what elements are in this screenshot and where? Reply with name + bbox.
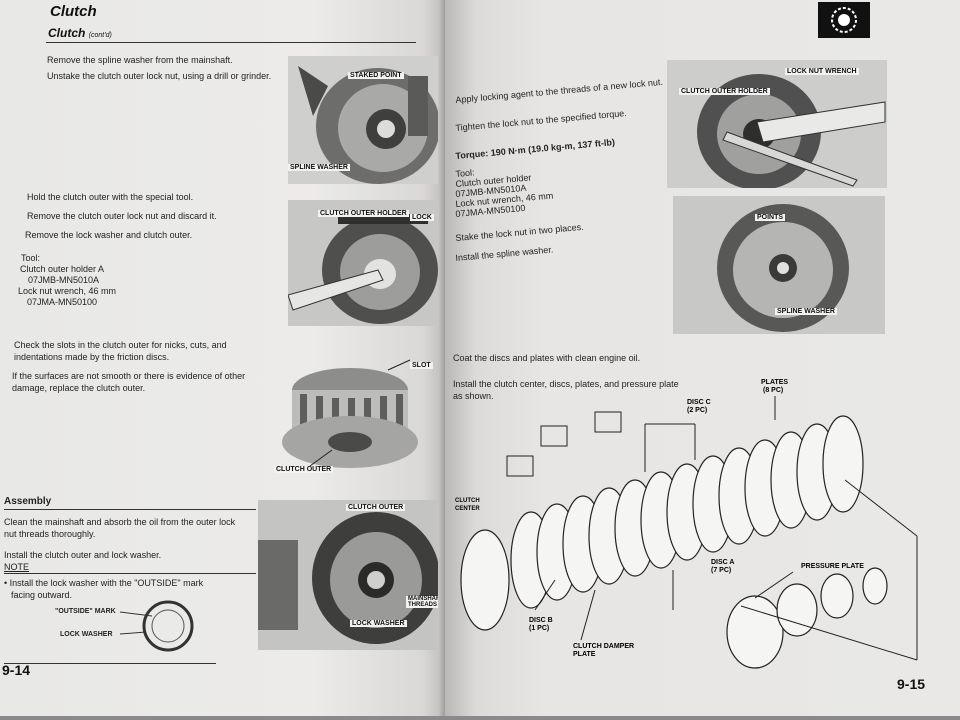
- photo-lock-washer-installed: CLUTCH OUTER MAINSHAFT THREADS LOCK WASH…: [258, 500, 444, 650]
- step2-line1: Hold the clutch outer with the special t…: [27, 192, 194, 202]
- tool-line2: 07JMB-MN5010A: [28, 275, 100, 285]
- lock-nut-wrench-photo: [667, 60, 887, 190]
- note-label: NOTE: [4, 562, 30, 572]
- torque-value: 190 N·m (19.0 kg-m, 137 ft-lb): [490, 137, 616, 158]
- label-clutch-outer-holder: CLUTCH OUTER HOLDER: [318, 210, 409, 217]
- step3-line4: damage, replace the clutch outer.: [12, 383, 146, 393]
- r-step2-line2: Install the spline washer.: [455, 244, 554, 263]
- label-spline-washer-right: SPLINE WASHER: [775, 308, 837, 315]
- clutch-outer-photo-2: [287, 200, 438, 326]
- photo-clutch-outer: SLOT CLUTCH OUTER: [270, 350, 433, 480]
- lock-washer-illustration: [119, 600, 194, 652]
- label-clutch-center-1: CLUTCH: [455, 498, 480, 504]
- page-number-right: 9-15: [897, 676, 926, 692]
- r-step3-line1: Coat the discs and plates with clean eng…: [453, 353, 641, 363]
- label-plates: PLATES: [761, 379, 788, 386]
- step1-line1: Remove the spline washer from the mainsh…: [47, 55, 233, 65]
- page-9-14: Clutch Clutch (cont'd) Remove the spline…: [0, 0, 445, 716]
- label-staked-point: STAKED POINT: [348, 72, 404, 79]
- r-torque: Torque: 190 N·m (19.0 kg-m, 137 ft-lb): [455, 136, 615, 162]
- step3-line2: indentations made by the friction discs.: [14, 352, 170, 362]
- clutch-exploded-diagram: PLATES (8 PC) DISC C (2 PC) CLUTCH CENTE…: [455, 379, 918, 669]
- label-lock-washer-left: LOCK WASHER: [60, 631, 113, 638]
- section-title: Clutch: [50, 3, 97, 20]
- assembly-rule: [4, 509, 256, 510]
- assembly-line2: nut threads thoroughly.: [4, 529, 96, 539]
- r-step2-line1: Stake the lock nut in two places.: [455, 221, 585, 243]
- step3-line1: Check the slots in the clutch outer for …: [14, 340, 227, 350]
- assembly-heading: Assembly: [4, 496, 52, 507]
- chapter-tab-clutch-icon: [818, 2, 870, 38]
- r-step1-line1: Apply locking agent to the threads of a …: [455, 76, 664, 105]
- page-9-15: Apply locking agent to the threads of a …: [445, 0, 960, 716]
- note-line2: facing outward.: [11, 590, 73, 600]
- label-disc-b-count: (1 PC): [529, 625, 549, 632]
- photo-lock-nut-wrench: LOCK NUT WRENCH CLUTCH OUTER HOLDER: [667, 60, 887, 190]
- r-step3-line2: Install the clutch center, discs, plates…: [453, 379, 679, 389]
- photo-points-spline-washer: POINTS SPLINE WASHER: [673, 196, 885, 334]
- footer-rule: [4, 663, 216, 664]
- photo-staked-point: STAKED POINT SPLINE WASHER: [288, 56, 440, 184]
- tool-heading: Tool:: [21, 253, 41, 263]
- label-clutch-damper-2: PLATE: [573, 651, 596, 658]
- tool-line1: Clutch outer holder A: [20, 264, 105, 274]
- clutch-outer-basket: [282, 359, 418, 468]
- clutch-outer-photo-4: [258, 500, 440, 650]
- label-lock: LOCK: [410, 214, 434, 221]
- label-clutch-center-2: CENTER: [455, 506, 480, 512]
- label-plates-count: (8 PC): [763, 387, 783, 394]
- step2-line3: Remove the lock washer and clutch outer.: [25, 230, 193, 240]
- label-disc-c: DISC C: [687, 399, 711, 406]
- gear-icon: [831, 7, 857, 33]
- label-outside-mark: "OUTSIDE" MARK: [55, 608, 116, 615]
- label-points: POINTS: [755, 214, 786, 221]
- label-pressure-plate: PRESSURE PLATE: [801, 563, 864, 570]
- label-disc-a-count: (7 PC): [711, 567, 731, 574]
- note-rule-top: [4, 573, 256, 574]
- label-clutch-damper-1: CLUTCH DAMPER: [573, 643, 634, 650]
- assembly-line3: Install the clutch outer and lock washer…: [4, 550, 162, 560]
- points-photo: [673, 196, 885, 334]
- label-lock-nut-wrench: LOCK NUT WRENCH: [785, 68, 859, 75]
- label-disc-a: DISC A: [711, 559, 734, 566]
- contd-note: (cont'd): [88, 32, 112, 39]
- r-step3-line3: as shown.: [453, 391, 494, 401]
- assembly-line1: Clean the mainshaft and absorb the oil f…: [4, 517, 236, 527]
- label-slot: SLOT: [410, 362, 433, 369]
- photo-clutch-outer-holder: CLUTCH OUTER HOLDER LOCK: [287, 200, 438, 326]
- step1-line2: Unstake the clutch outer lock nut, using…: [47, 71, 272, 81]
- label-lock-washer-photo4: LOCK WASHER: [350, 620, 407, 627]
- title-rule: [46, 42, 416, 43]
- label-mainshaft-threads: MAINSHAFT THREADS: [406, 596, 444, 608]
- label-clutch-outer-photo4: CLUTCH OUTER: [346, 504, 406, 511]
- page-number-left: 9-14: [2, 662, 31, 678]
- note-line1: • Install the lock washer with the "OUTS…: [4, 578, 204, 588]
- step2-line2: Remove the clutch outer lock nut and dis…: [27, 211, 217, 221]
- label-clutch-outer-holder-right: CLUTCH OUTER HOLDER: [679, 88, 770, 95]
- label-clutch-outer: CLUTCH OUTER: [274, 466, 334, 473]
- tool-line4: 07JMA-MN50100: [27, 297, 98, 307]
- subsection-text: Clutch: [48, 26, 86, 40]
- tool-line3: Lock nut wrench, 46 mm: [18, 286, 117, 296]
- r-step1-line2: Tighten the lock nut to the specified to…: [455, 108, 628, 133]
- label-disc-b: DISC B: [529, 617, 553, 624]
- label-spline-washer: SPLINE WASHER: [288, 164, 350, 171]
- torque-label: Torque:: [455, 148, 489, 161]
- step3-line3: If the surfaces are not smooth or there …: [12, 371, 246, 381]
- label-disc-c-count: (2 PC): [687, 407, 707, 414]
- subsection-title: Clutch (cont'd): [48, 26, 112, 40]
